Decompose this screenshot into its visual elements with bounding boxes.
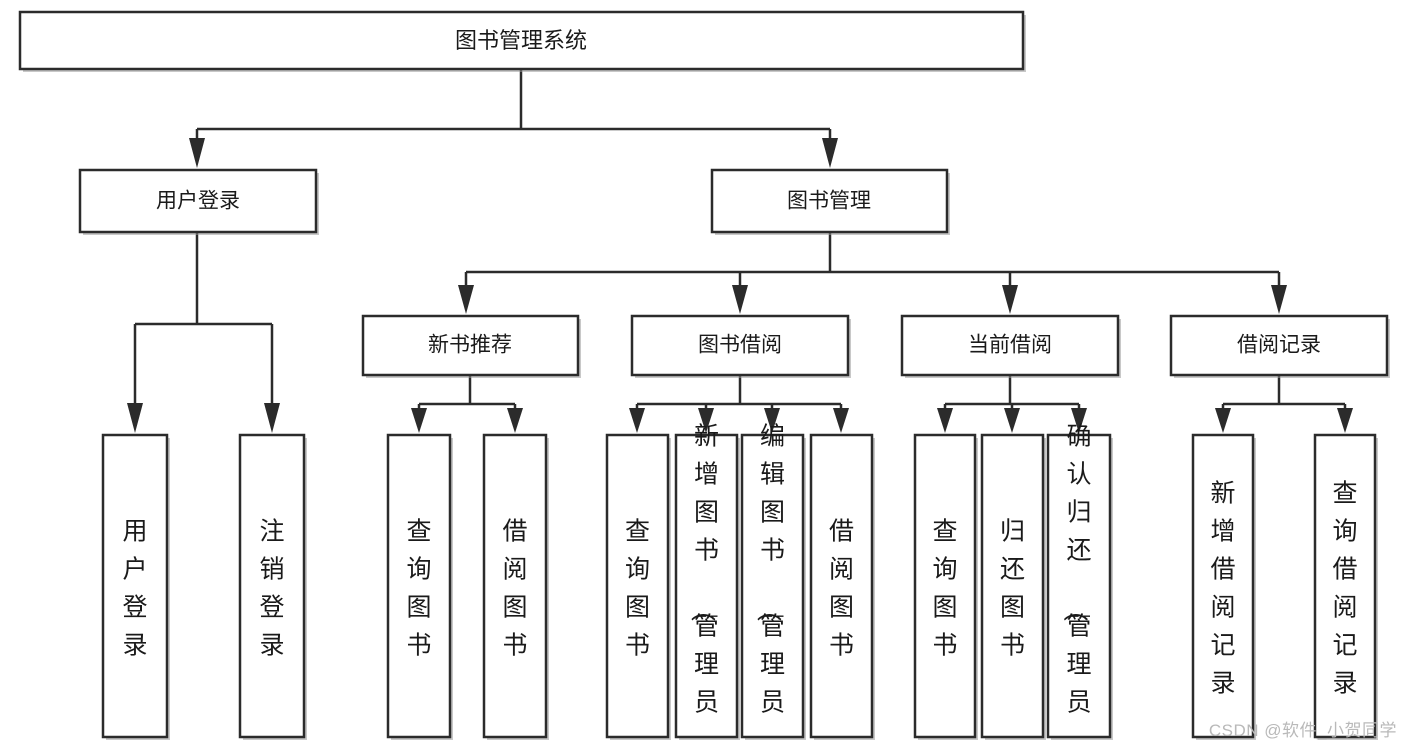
new-book-recommend-box	[361, 314, 580, 377]
root-label: 图书管理系统	[455, 28, 587, 53]
leaf-borrow-book-recommend-box	[482, 433, 548, 739]
arrowhead-book-borrow	[732, 285, 748, 314]
node-leaf-user-logout[interactable]: 注销登录	[238, 433, 307, 740]
root-box	[18, 10, 1025, 71]
arrowhead-leaf-borrow-book-recommend	[507, 408, 523, 433]
node-new-book-recommend[interactable]: 新书推荐	[361, 314, 581, 378]
node-leaf-borrow-book-recommend[interactable]: 借阅图书	[482, 433, 549, 740]
leaf-add-book-label: 新增图书（管理员）	[688, 423, 719, 747]
arrowhead-leaf-edit-book	[764, 408, 780, 433]
leaf-query-book-current-box	[913, 433, 977, 739]
leaf-user-logout-box	[238, 433, 306, 739]
current-borrow-label: 当前借阅	[968, 334, 1052, 357]
book-manage-box	[710, 168, 949, 234]
leaf-user-login-label: 用户登录	[122, 518, 147, 660]
current-borrow-box	[900, 314, 1120, 377]
leaf-node-layer: 用户登录 注销登录 查询图书 借阅图书 查询图书 新增图书（管理员） 编辑图书（管理员） 借阅…	[101, 423, 1378, 747]
node-leaf-confirm-return[interactable]: 确认归还（管理员）	[1046, 423, 1113, 747]
user-login-box	[78, 168, 318, 234]
leaf-return-book-label: 归还图书	[1000, 518, 1025, 660]
leaf-query-book-recommend-label: 查询图书	[406, 518, 431, 660]
node-leaf-query-book-recommend[interactable]: 查询图书	[386, 433, 453, 740]
user-login-label: 用户登录	[156, 190, 240, 213]
leaf-return-book-box	[980, 433, 1045, 739]
arrowhead-borrow-record	[1271, 285, 1287, 314]
leaf-add-book-box	[674, 433, 739, 739]
leaf-borrow-book-recommend-label: 借阅图书	[502, 518, 527, 660]
node-root[interactable]: 图书管理系统	[18, 10, 1026, 72]
node-leaf-add-book[interactable]: 新增图书（管理员）	[674, 423, 740, 747]
arrowhead-new-book-recommend	[458, 285, 474, 314]
borrow-record-box	[1169, 314, 1389, 377]
new-book-recommend-label: 新书推荐	[428, 334, 512, 357]
leaf-query-book-recommend-box	[386, 433, 452, 739]
leaf-user-logout-label: 注销登录	[259, 518, 284, 660]
node-leaf-query-book-current[interactable]: 查询图书	[913, 433, 978, 740]
leaf-query-borrow-record-label: 查询借阅记录	[1332, 480, 1357, 698]
arrowhead-leaf-query-book-current	[937, 408, 953, 433]
leaf-user-login-box	[101, 433, 169, 739]
connector-layer	[127, 69, 1353, 433]
arrowhead-leaf-query-book-recommend	[411, 408, 427, 433]
leaf-query-book-current-label: 查询图书	[932, 518, 957, 660]
leaf-query-borrow-record-box	[1313, 433, 1377, 739]
node-leaf-add-borrow-record[interactable]: 新增借阅记录	[1191, 433, 1256, 740]
leaf-query-book-borrow-box	[605, 433, 670, 739]
node-leaf-user-login[interactable]: 用户登录	[101, 433, 170, 740]
leaf-edit-book-box	[740, 433, 805, 739]
leaf-add-borrow-record-box	[1191, 433, 1255, 739]
arrowhead-book-manage	[822, 138, 838, 168]
book-borrow-box	[630, 314, 850, 377]
borrow-record-label: 借阅记录	[1237, 334, 1321, 357]
arrowhead-leaf-confirm-return	[1071, 408, 1087, 433]
leaf-add-borrow-record-label: 新增借阅记录	[1210, 480, 1235, 698]
node-leaf-borrow-book[interactable]: 借阅图书	[809, 433, 875, 740]
node-user-login[interactable]: 用户登录	[78, 168, 319, 235]
book-borrow-label: 图书借阅	[698, 334, 782, 357]
node-leaf-query-borrow-record[interactable]: 查询借阅记录	[1313, 433, 1378, 740]
arrowhead-leaf-add-book	[698, 408, 714, 433]
arrowhead-leaf-user-logout	[264, 403, 280, 433]
arrowhead-leaf-user-login	[127, 403, 143, 433]
leaf-query-book-borrow-label: 查询图书	[625, 518, 650, 660]
leaf-edit-book-label: 编辑图书（管理员）	[754, 423, 785, 747]
node-leaf-return-book[interactable]: 归还图书	[980, 433, 1046, 740]
node-borrow-record[interactable]: 借阅记录	[1169, 314, 1390, 378]
arrowhead-leaf-query-borrow-record	[1337, 408, 1353, 433]
node-current-borrow[interactable]: 当前借阅	[900, 314, 1121, 378]
node-leaf-query-book-borrow[interactable]: 查询图书	[605, 433, 671, 740]
node-book-borrow[interactable]: 图书借阅	[630, 314, 851, 378]
node-leaf-edit-book[interactable]: 编辑图书（管理员）	[740, 423, 806, 747]
book-manage-label: 图书管理	[787, 190, 871, 213]
arrowhead-leaf-return-book	[1004, 408, 1020, 433]
csdn-watermark: CSDN @软件_小贺同学	[1208, 721, 1397, 740]
arrowhead-leaf-add-borrow-record	[1215, 408, 1231, 433]
arrowhead-user-login	[189, 138, 205, 168]
leaf-borrow-book-label: 借阅图书	[829, 518, 854, 660]
leaf-borrow-book-box	[809, 433, 874, 739]
arrowhead-leaf-borrow-book	[833, 408, 849, 433]
node-book-manage[interactable]: 图书管理	[710, 168, 950, 235]
leaf-confirm-return-label: 确认归还（管理员）	[1060, 423, 1091, 747]
arrowhead-current-borrow	[1002, 285, 1018, 314]
leaf-confirm-return-box	[1046, 433, 1112, 739]
arrowhead-leaf-query-book-borrow	[629, 408, 645, 433]
